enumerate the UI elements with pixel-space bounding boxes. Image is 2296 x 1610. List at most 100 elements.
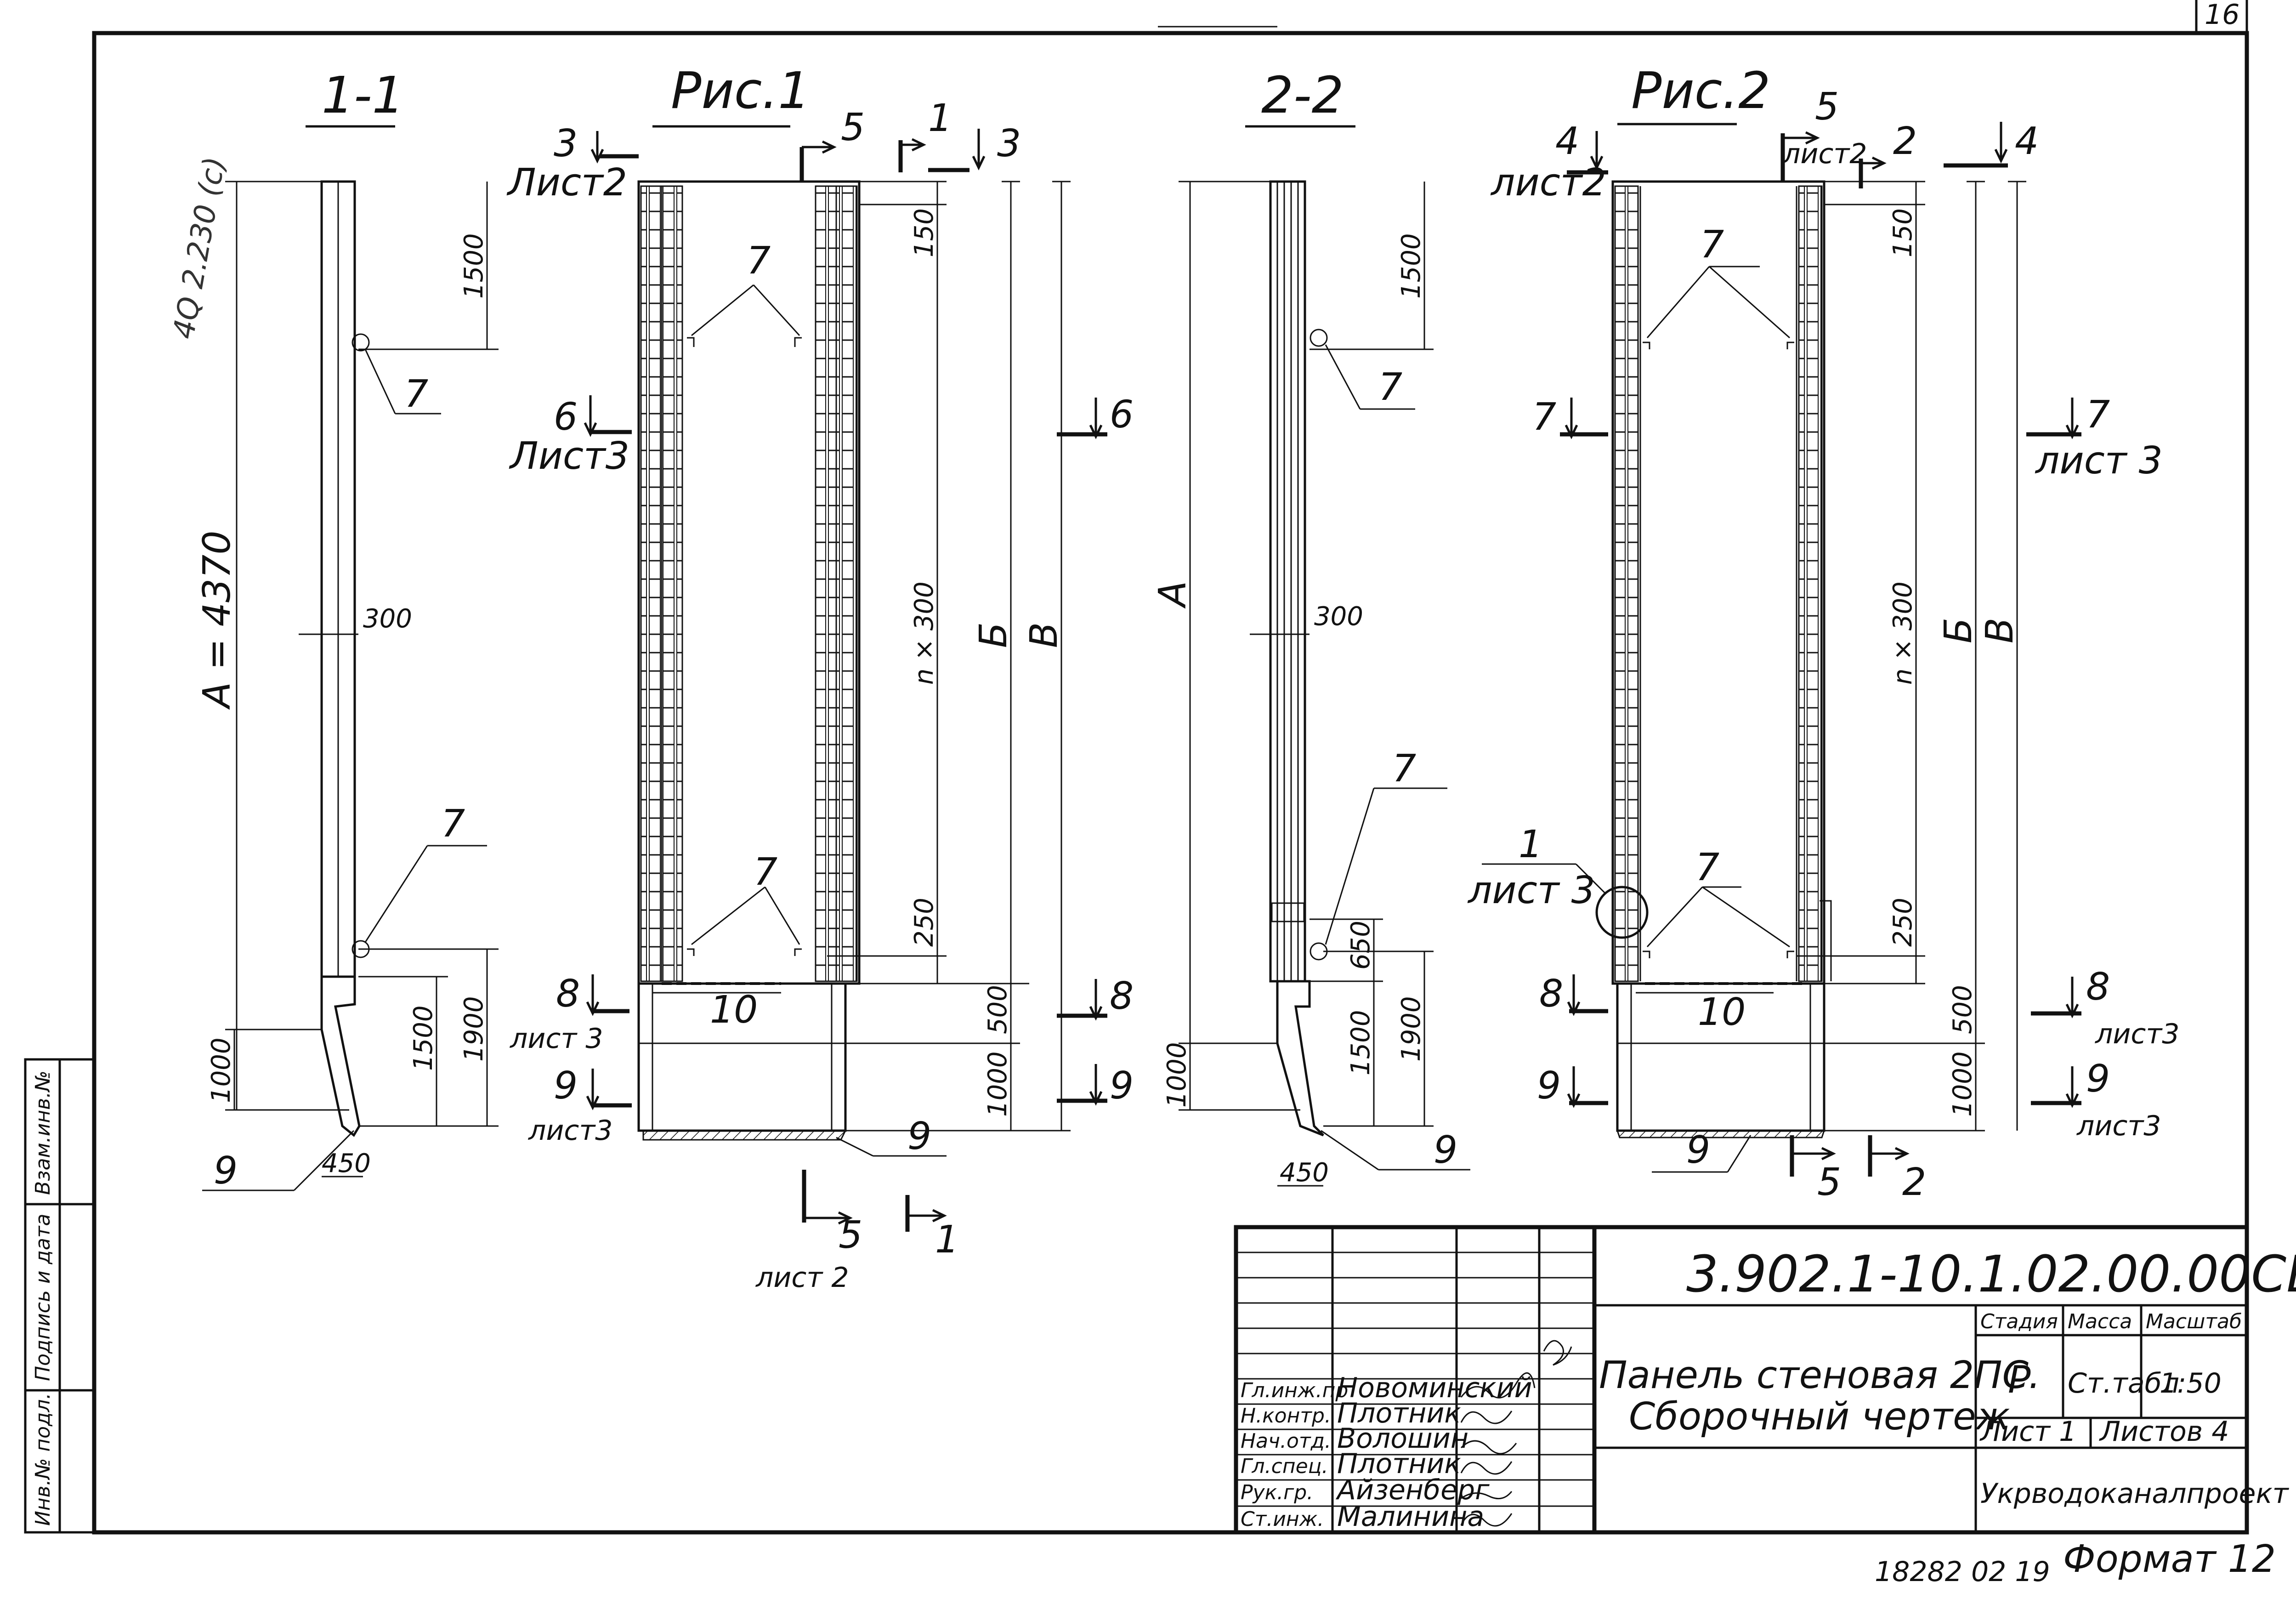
- figure-1-callout-7b: 7: [754, 850, 777, 894]
- drawing-title-line1: Панель стеновая 2ПС.: [1599, 1354, 2041, 1397]
- section-2-2-dim-650: 650: [1346, 921, 1376, 970]
- staff-role-0: Гл.инж.пр: [1241, 1379, 1348, 1402]
- figure-2-cut-4-sheet: лист2: [1490, 161, 1606, 205]
- figure-1-callout-9: 9: [907, 1115, 931, 1158]
- section-1-1-dim-300: 300: [363, 604, 412, 634]
- figure-1-cut-3b-num: 3: [997, 122, 1021, 165]
- figure-2-detail-circle: [1595, 886, 1649, 939]
- mass-header: Масса: [2068, 1310, 2132, 1333]
- section-1-1-plinth: [320, 975, 361, 1137]
- page-number: 16: [2205, 0, 2239, 31]
- figure-2-dim-1000: 1000: [1948, 1051, 1978, 1117]
- figure-1-dim-b: Б: [972, 622, 1015, 648]
- stamp-inv-original: Инв.№ подл.: [31, 1393, 55, 1526]
- organization: Укрводоканалпроект: [1980, 1478, 2290, 1510]
- figure-2-cut-8-num: 8: [1539, 972, 1563, 1016]
- section-2-2-callout-7a: 7: [1378, 365, 1402, 409]
- section-2-2-callout-7b: 7: [1392, 747, 1416, 791]
- title-block: Гл.инж.пр Новоминский Н.контр. Плотник Н…: [1234, 1225, 2296, 1535]
- section-2-2: 2-2 A 1500 300 7 7 650 1900 1500: [1151, 66, 1470, 1188]
- figure-2-cut-4b-num: 4: [2015, 119, 2039, 163]
- figure-1-title: Рис.1: [671, 61, 810, 120]
- figure-2-detail-num: 1: [1519, 823, 1542, 866]
- figure-1-cut-8-sheet: лист 3: [510, 1023, 603, 1055]
- archive-number: 18282 02 19: [1875, 1556, 2050, 1588]
- format-label: Формат 12: [2063, 1537, 2276, 1581]
- section-2-2-dim-1000: 1000: [1162, 1042, 1192, 1108]
- doc-number: 3.902.1-10.1.02.00.00СБ: [1686, 1245, 2296, 1303]
- figure-2-cut-5-sheet: лист2: [1782, 138, 1867, 170]
- signature-1: [1460, 1411, 1513, 1424]
- figure-1-cut-5-num: 5: [841, 106, 865, 149]
- section-2-2-plinth: [1276, 980, 1324, 1137]
- figure-2-cut-5-num: 5: [1815, 85, 1839, 129]
- margin-note: 4Q 2.230 (c): [167, 154, 232, 341]
- figure-1-dim-150: 150: [909, 208, 939, 257]
- section-2-2-dim-450: 450: [1280, 1158, 1329, 1188]
- staff-name-3: Плотник: [1337, 1448, 1461, 1480]
- section-2-2-dim-a: A: [1151, 581, 1195, 609]
- figure-2-detail-sheet: лист 3: [1467, 869, 1595, 912]
- staff-role-3: Гл.спец.: [1241, 1455, 1328, 1478]
- side-stamp: Взам.инв.№ Подпись и дата Инв.№ подл.: [24, 1058, 96, 1534]
- figure-2-callout-9: 9: [1686, 1128, 1710, 1172]
- drawing-title-line2: Сборочный чертеж: [1629, 1395, 2010, 1439]
- signature-0: [1460, 1372, 1536, 1399]
- figure-2-dim-250: 250: [1888, 898, 1918, 947]
- staff-name-0: Новоминский: [1337, 1372, 1532, 1404]
- section-2-2-dim-300: 300: [1314, 602, 1363, 631]
- section-2-2-label: 2-2: [1261, 66, 1344, 125]
- figure-1-cut-9-num: 9: [554, 1064, 578, 1108]
- section-2-2-dim-1500: 1500: [1396, 233, 1426, 299]
- figure-1-cut-6b-num: 6: [1110, 393, 1134, 437]
- section-2-2-panel: [1269, 180, 1306, 983]
- staff-role-2: Нач.отд.: [1241, 1429, 1331, 1453]
- figure-1-cut-6-sheet: Лист3: [509, 434, 629, 478]
- figure-2-dim-b: Б: [1937, 618, 1980, 643]
- figure-2: Рис.2 4 лист2 7 8 9: [1467, 61, 2179, 1204]
- section-1-1-callout-9: 9: [214, 1149, 238, 1193]
- figure-2-callout-10: 10: [1698, 990, 1746, 1034]
- signature-4: [1461, 1491, 1513, 1500]
- figure-2-cut-2-num: 2: [1893, 119, 1917, 163]
- figure-2-dim-v: В: [1978, 618, 2022, 643]
- figure-2-cut-9b-num: 9: [2086, 1057, 2110, 1101]
- figure-1-bottom-1: 1: [935, 1218, 959, 1262]
- staff-name-4: Айзенберг: [1335, 1474, 1490, 1506]
- figure-1-callout-10: 10: [710, 988, 758, 1032]
- figure-2-callout-7b: 7: [1695, 846, 1719, 889]
- figure-2-cut-7-num: 7: [1532, 395, 1556, 439]
- figure-1-cut-6-num: 6: [554, 395, 578, 439]
- section-2-2-dim-1900: 1900: [1396, 996, 1426, 1062]
- staff-role-5: Ст.инж.: [1241, 1508, 1324, 1531]
- figure-1-cut-8-num: 8: [556, 972, 580, 1016]
- signature-0-mark: [1543, 1340, 1572, 1366]
- figure-2-dim-n300: n × 300: [1888, 581, 1918, 685]
- mass-value: Ст.табл: [2068, 1367, 2179, 1400]
- figure-1-cut-8b-num: 8: [1110, 974, 1134, 1018]
- figure-2-cut-8b-sheet: лист3: [2095, 1018, 2179, 1050]
- signature-5: [1460, 1513, 1513, 1527]
- figure-2-bottom-2: 2: [1902, 1161, 1926, 1204]
- section-1-1-dim-1900: 1900: [459, 996, 489, 1062]
- figure-2-cut-7b-sheet: лист 3: [2035, 439, 2163, 483]
- figure-1-cut-1-num: 1: [928, 97, 952, 140]
- signature-3: [1460, 1461, 1513, 1475]
- figure-2-cut-8b-num: 8: [2086, 965, 2110, 1009]
- section-2-2-dim-1500b: 1500: [1346, 1010, 1376, 1075]
- figure-2-dim-150: 150: [1888, 208, 1918, 257]
- figure-1-dim-250: 250: [909, 898, 939, 947]
- figure-1-cut-3-num: 3: [554, 122, 578, 165]
- figure-2-bottom-5: 5: [1817, 1161, 1841, 1204]
- section-1-1-dim-1000: 1000: [206, 1037, 236, 1103]
- sheets-total: Листов 4: [2099, 1416, 2229, 1448]
- figure-1-cut-9-sheet: лист3: [528, 1115, 612, 1147]
- section-2-2-callout-9: 9: [1434, 1128, 1457, 1172]
- stage-header: Стадия: [1980, 1310, 2058, 1333]
- figure-1-dim-v: В: [1022, 622, 1066, 648]
- staff-name-5: Малинина: [1337, 1501, 1484, 1533]
- scale-value: 1:50: [2160, 1367, 2222, 1400]
- figure-1-cut-3-sheet: Лист2: [506, 161, 627, 205]
- figure-1-bottom-5: 5: [839, 1213, 862, 1257]
